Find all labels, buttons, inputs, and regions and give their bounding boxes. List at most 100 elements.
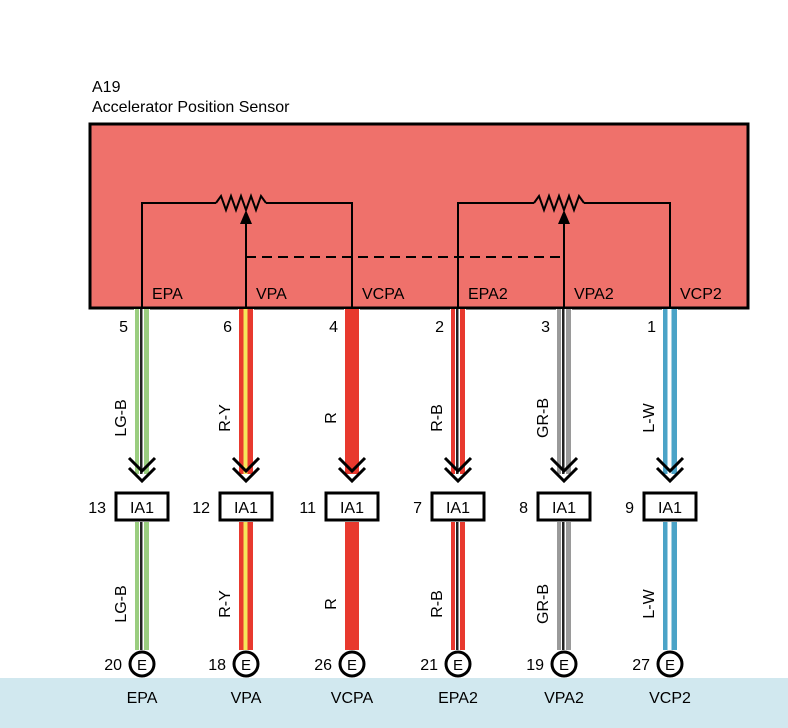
sensor-pin-label: VPA [256, 286, 287, 303]
connector-pin-number: 8 [519, 500, 528, 517]
circuits: EPA5LG-BLG-BIA113E20EPAVPA6R-YR-YIA112E1… [88, 286, 722, 707]
wire-color-label-upper: R-B [429, 404, 446, 432]
wire-color-label-lower: R-B [429, 590, 446, 618]
wire-color-label-upper: L-W [641, 402, 658, 432]
wire-color-label-lower: LG-B [113, 585, 130, 622]
wire-lower [344, 522, 360, 650]
connector-box [536, 491, 592, 522]
connector-name: IA1 [552, 500, 576, 517]
connector-name: IA1 [658, 500, 682, 517]
potentiometer-1-wire-right [266, 202, 353, 308]
ecm-terminal-symbol: E [347, 657, 357, 674]
sensor-pin-number: 3 [541, 319, 550, 336]
sensor-pin-label: VCP2 [680, 286, 722, 303]
connector-name: IA1 [340, 500, 364, 517]
ecm-pin-label: VPA2 [544, 690, 584, 707]
ecm-terminal-icon [128, 650, 156, 678]
wire-color-label-lower: R-Y [217, 590, 234, 618]
wire-color-label-upper: GR-B [535, 398, 552, 438]
connector-box [218, 491, 274, 522]
connector-box [324, 491, 380, 522]
ecm-terminal-symbol: E [241, 657, 251, 674]
ecm-terminal-icon [338, 650, 366, 678]
component-code: A19 [92, 79, 121, 96]
ecm-terminal-symbol: E [559, 657, 569, 674]
wire-lower [556, 522, 572, 650]
sensor-pin-label: VPA2 [574, 286, 614, 303]
ecm-pin-number: 20 [104, 657, 122, 674]
connector-box [642, 491, 698, 522]
ecm-terminal-symbol: E [665, 657, 675, 674]
connector-box [430, 491, 486, 522]
ecm-terminal-icon [444, 650, 472, 678]
ecm-terminal-icon [232, 650, 260, 678]
ecm-bar [0, 678, 788, 728]
wire-upper [238, 309, 254, 474]
connector-chevron-icon [127, 456, 157, 484]
wire-color-label-lower: L-W [641, 588, 658, 618]
connector-pin-number: 12 [192, 500, 210, 517]
wiper-2-arrow-icon [558, 210, 570, 224]
connector-pin-number: 13 [88, 500, 106, 517]
wire-color-label-upper: R-Y [217, 404, 234, 432]
wire-color-label-lower: R [323, 598, 340, 610]
ecm-pin-number: 18 [208, 657, 226, 674]
potentiometer-1-resistor [215, 193, 267, 213]
sensor-pin-number: 4 [329, 319, 338, 336]
ecm-pin-label: EPA [127, 690, 158, 707]
connector-name: IA1 [130, 500, 154, 517]
sensor-pin-label: EPA2 [468, 286, 508, 303]
sensor-internal-circuit [141, 193, 671, 308]
sensor-pin-number: 5 [119, 319, 128, 336]
wire-upper [556, 309, 572, 474]
wire-upper [134, 309, 150, 474]
connector-box [114, 491, 170, 522]
potentiometer-2-resistor [533, 193, 585, 213]
wire-color-label-lower: GR-B [535, 584, 552, 624]
ecm-terminal-symbol: E [137, 657, 147, 674]
potentiometer-2-wire [457, 202, 534, 308]
connector-pin-number: 9 [625, 500, 634, 517]
connector-chevron-icon [549, 456, 579, 484]
wire-lower [450, 522, 466, 650]
connector-pin-number: 7 [413, 500, 422, 517]
wire-color-label-upper: R [323, 412, 340, 424]
ecm-terminal-symbol: E [453, 657, 463, 674]
connector-chevron-icon [337, 456, 367, 484]
ecm-pin-label: VCP2 [649, 690, 691, 707]
sensor-pin-label: VCPA [362, 286, 405, 303]
ecm-pin-number: 19 [526, 657, 544, 674]
potentiometer-2-wire-right [584, 202, 671, 308]
wiper-1-arrow-icon [240, 210, 252, 224]
sensor-pin-number: 1 [647, 319, 656, 336]
wire-upper [344, 309, 360, 474]
connector-chevron-icon [443, 456, 473, 484]
potentiometer-1-wire [141, 202, 216, 308]
connector-chevron-icon [655, 456, 685, 484]
sensor-body [88, 122, 750, 310]
wire-color-label-upper: LG-B [113, 399, 130, 436]
wire-upper [662, 309, 678, 474]
wire-lower [134, 522, 150, 650]
connector-name: IA1 [234, 500, 258, 517]
ecm-terminal-icon [550, 650, 578, 678]
ecm-pin-label: VCPA [331, 690, 374, 707]
connector-pin-number: 11 [299, 500, 316, 517]
ecm-terminal-icon [656, 650, 684, 678]
ecm-pin-label: EPA2 [438, 690, 478, 707]
sensor-pin-number: 6 [223, 319, 232, 336]
sensor-pin-number: 2 [435, 319, 444, 336]
wire-lower [238, 522, 254, 650]
connector-name: IA1 [446, 500, 470, 517]
connector-chevron-icon [231, 456, 261, 484]
ecm-pin-number: 21 [420, 657, 438, 674]
ecm-pin-number: 26 [314, 657, 332, 674]
ecm-pin-number: 27 [632, 657, 650, 674]
ecm-pin-label: VPA [231, 690, 262, 707]
